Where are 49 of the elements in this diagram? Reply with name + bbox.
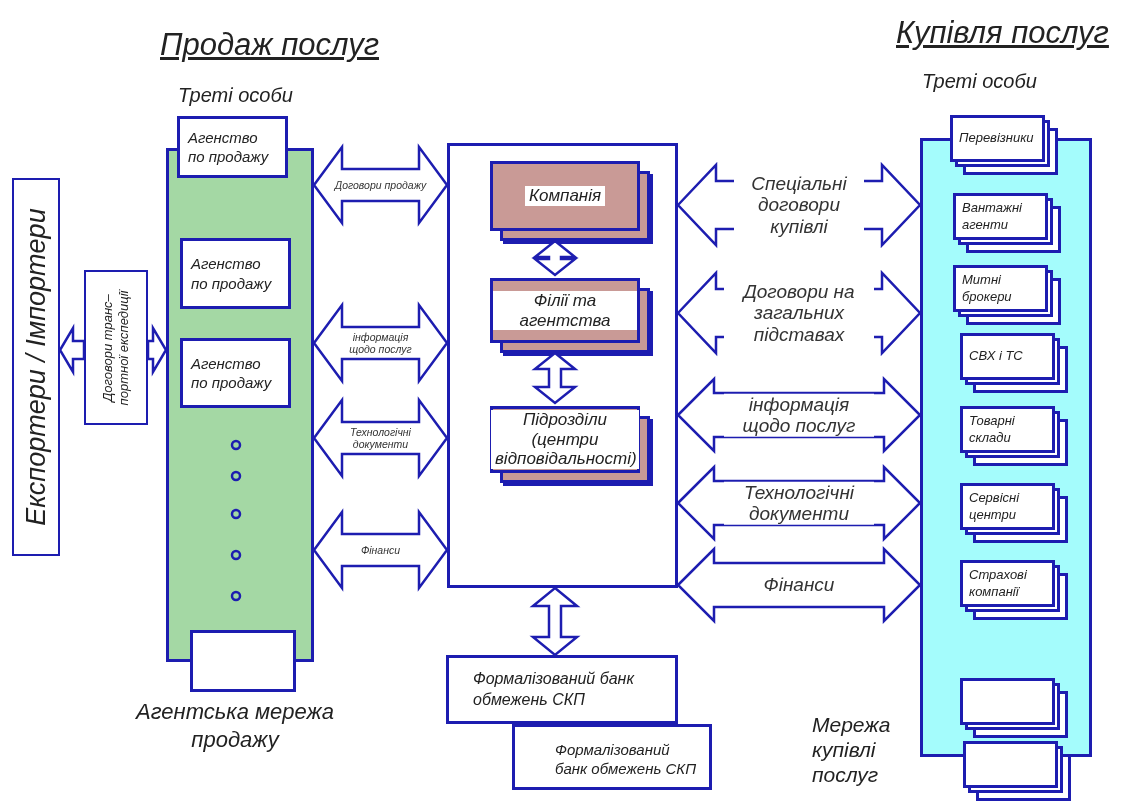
stacked-box xyxy=(953,265,1061,325)
group-heading: Треті особи xyxy=(922,69,1037,94)
text-box: Агенство по продажу xyxy=(177,116,288,178)
box-label: Перевізники xyxy=(959,130,1034,147)
box-label: Товарні склади xyxy=(969,412,1016,447)
double-arrow xyxy=(531,351,579,405)
double-arrow xyxy=(58,323,86,377)
box-label: Страхові компанії xyxy=(969,566,1028,601)
box-label: Вантажні агенти xyxy=(962,199,1023,234)
stacked-box xyxy=(960,560,1068,620)
edge-label: інформація щодо послуг xyxy=(724,393,874,437)
edge-label: Технологічні документи xyxy=(724,481,874,525)
double-arrow xyxy=(146,323,168,377)
empty-box xyxy=(190,630,296,692)
stacked-box xyxy=(490,278,653,356)
caption: Агентська мережа продажу xyxy=(134,698,335,753)
caption: Мережа купівлі послуг xyxy=(812,712,892,788)
box-label: СВХ і ТС xyxy=(969,348,1023,365)
company-panel xyxy=(447,143,678,588)
text-box xyxy=(12,178,60,556)
stacked-box xyxy=(953,193,1061,253)
text-box: Агенство по продажу xyxy=(180,238,291,309)
stacked-box xyxy=(490,161,653,244)
box-label: Митні брокери xyxy=(962,271,1013,306)
double-arrow xyxy=(529,586,581,657)
section-heading: Продаж послуг xyxy=(160,26,379,64)
double-arrow xyxy=(312,508,449,592)
box-label: Підрозділи (центри відповідальності) xyxy=(491,410,639,469)
stacked-box xyxy=(960,483,1068,543)
stacked-box xyxy=(960,333,1068,393)
text-box: Формалізований банк обмежень СКП xyxy=(446,655,678,724)
text-box xyxy=(84,270,148,425)
box-label: Компанія xyxy=(524,186,606,206)
box-label: Сервісні центри xyxy=(969,489,1021,524)
section-heading: Купівля послуг xyxy=(896,14,1109,52)
box-label: Філії та агентства xyxy=(493,290,637,331)
box-label: Експортери / Імпортери xyxy=(19,207,52,528)
edge-label: Фінанси xyxy=(358,543,403,557)
stacked-box xyxy=(490,406,653,486)
edge-label: Спеціальні договори купівлі xyxy=(734,173,864,237)
stacked-box xyxy=(950,115,1058,175)
stacked-box xyxy=(960,678,1068,738)
stacked-box xyxy=(960,406,1068,466)
text-box: Формалізований банк обмежень СКП xyxy=(512,724,712,790)
edge-label: Договори продажу xyxy=(332,178,429,192)
text-box: Агенство по продажу xyxy=(180,338,291,408)
stacked-box xyxy=(963,741,1071,801)
group-heading: Треті особи xyxy=(178,83,293,108)
box-label: Договори транс– портної експедиції xyxy=(99,288,132,408)
